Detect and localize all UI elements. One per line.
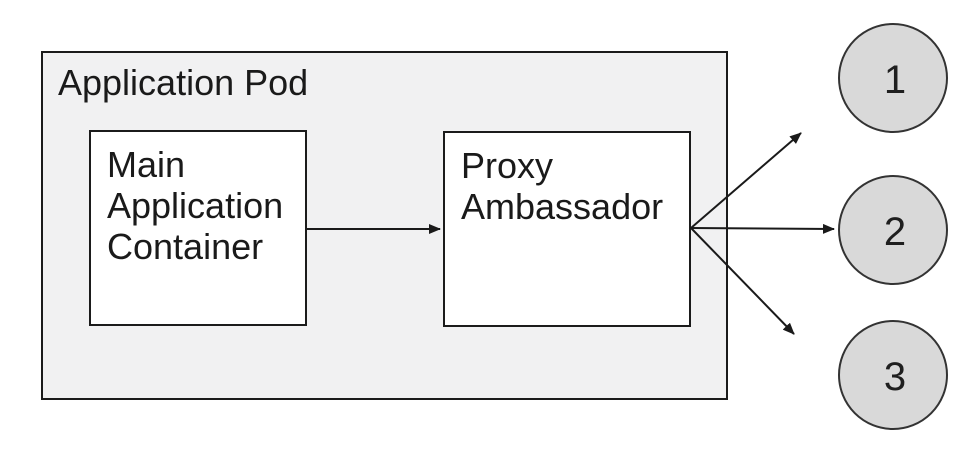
node-proxy-ambassador: Proxy Ambassador <box>443 131 691 327</box>
endpoint-1-label: 1 <box>883 58 907 102</box>
proxy-ambassador-label: Proxy Ambassador <box>461 145 664 227</box>
application-pod-label: Application Pod <box>58 62 309 103</box>
endpoint-3-label: 3 <box>883 355 907 399</box>
endpoint-node-3: 3 <box>838 320 948 430</box>
endpoint-node-2: 2 <box>838 175 948 285</box>
endpoint-2-label: 2 <box>883 210 907 254</box>
main-application-container-label: Main Application Container <box>107 144 284 267</box>
application-pod-box: Application Pod Main Application Contain… <box>41 51 728 400</box>
endpoint-node-1: 1 <box>838 23 948 133</box>
node-main-application-container: Main Application Container <box>89 130 307 326</box>
